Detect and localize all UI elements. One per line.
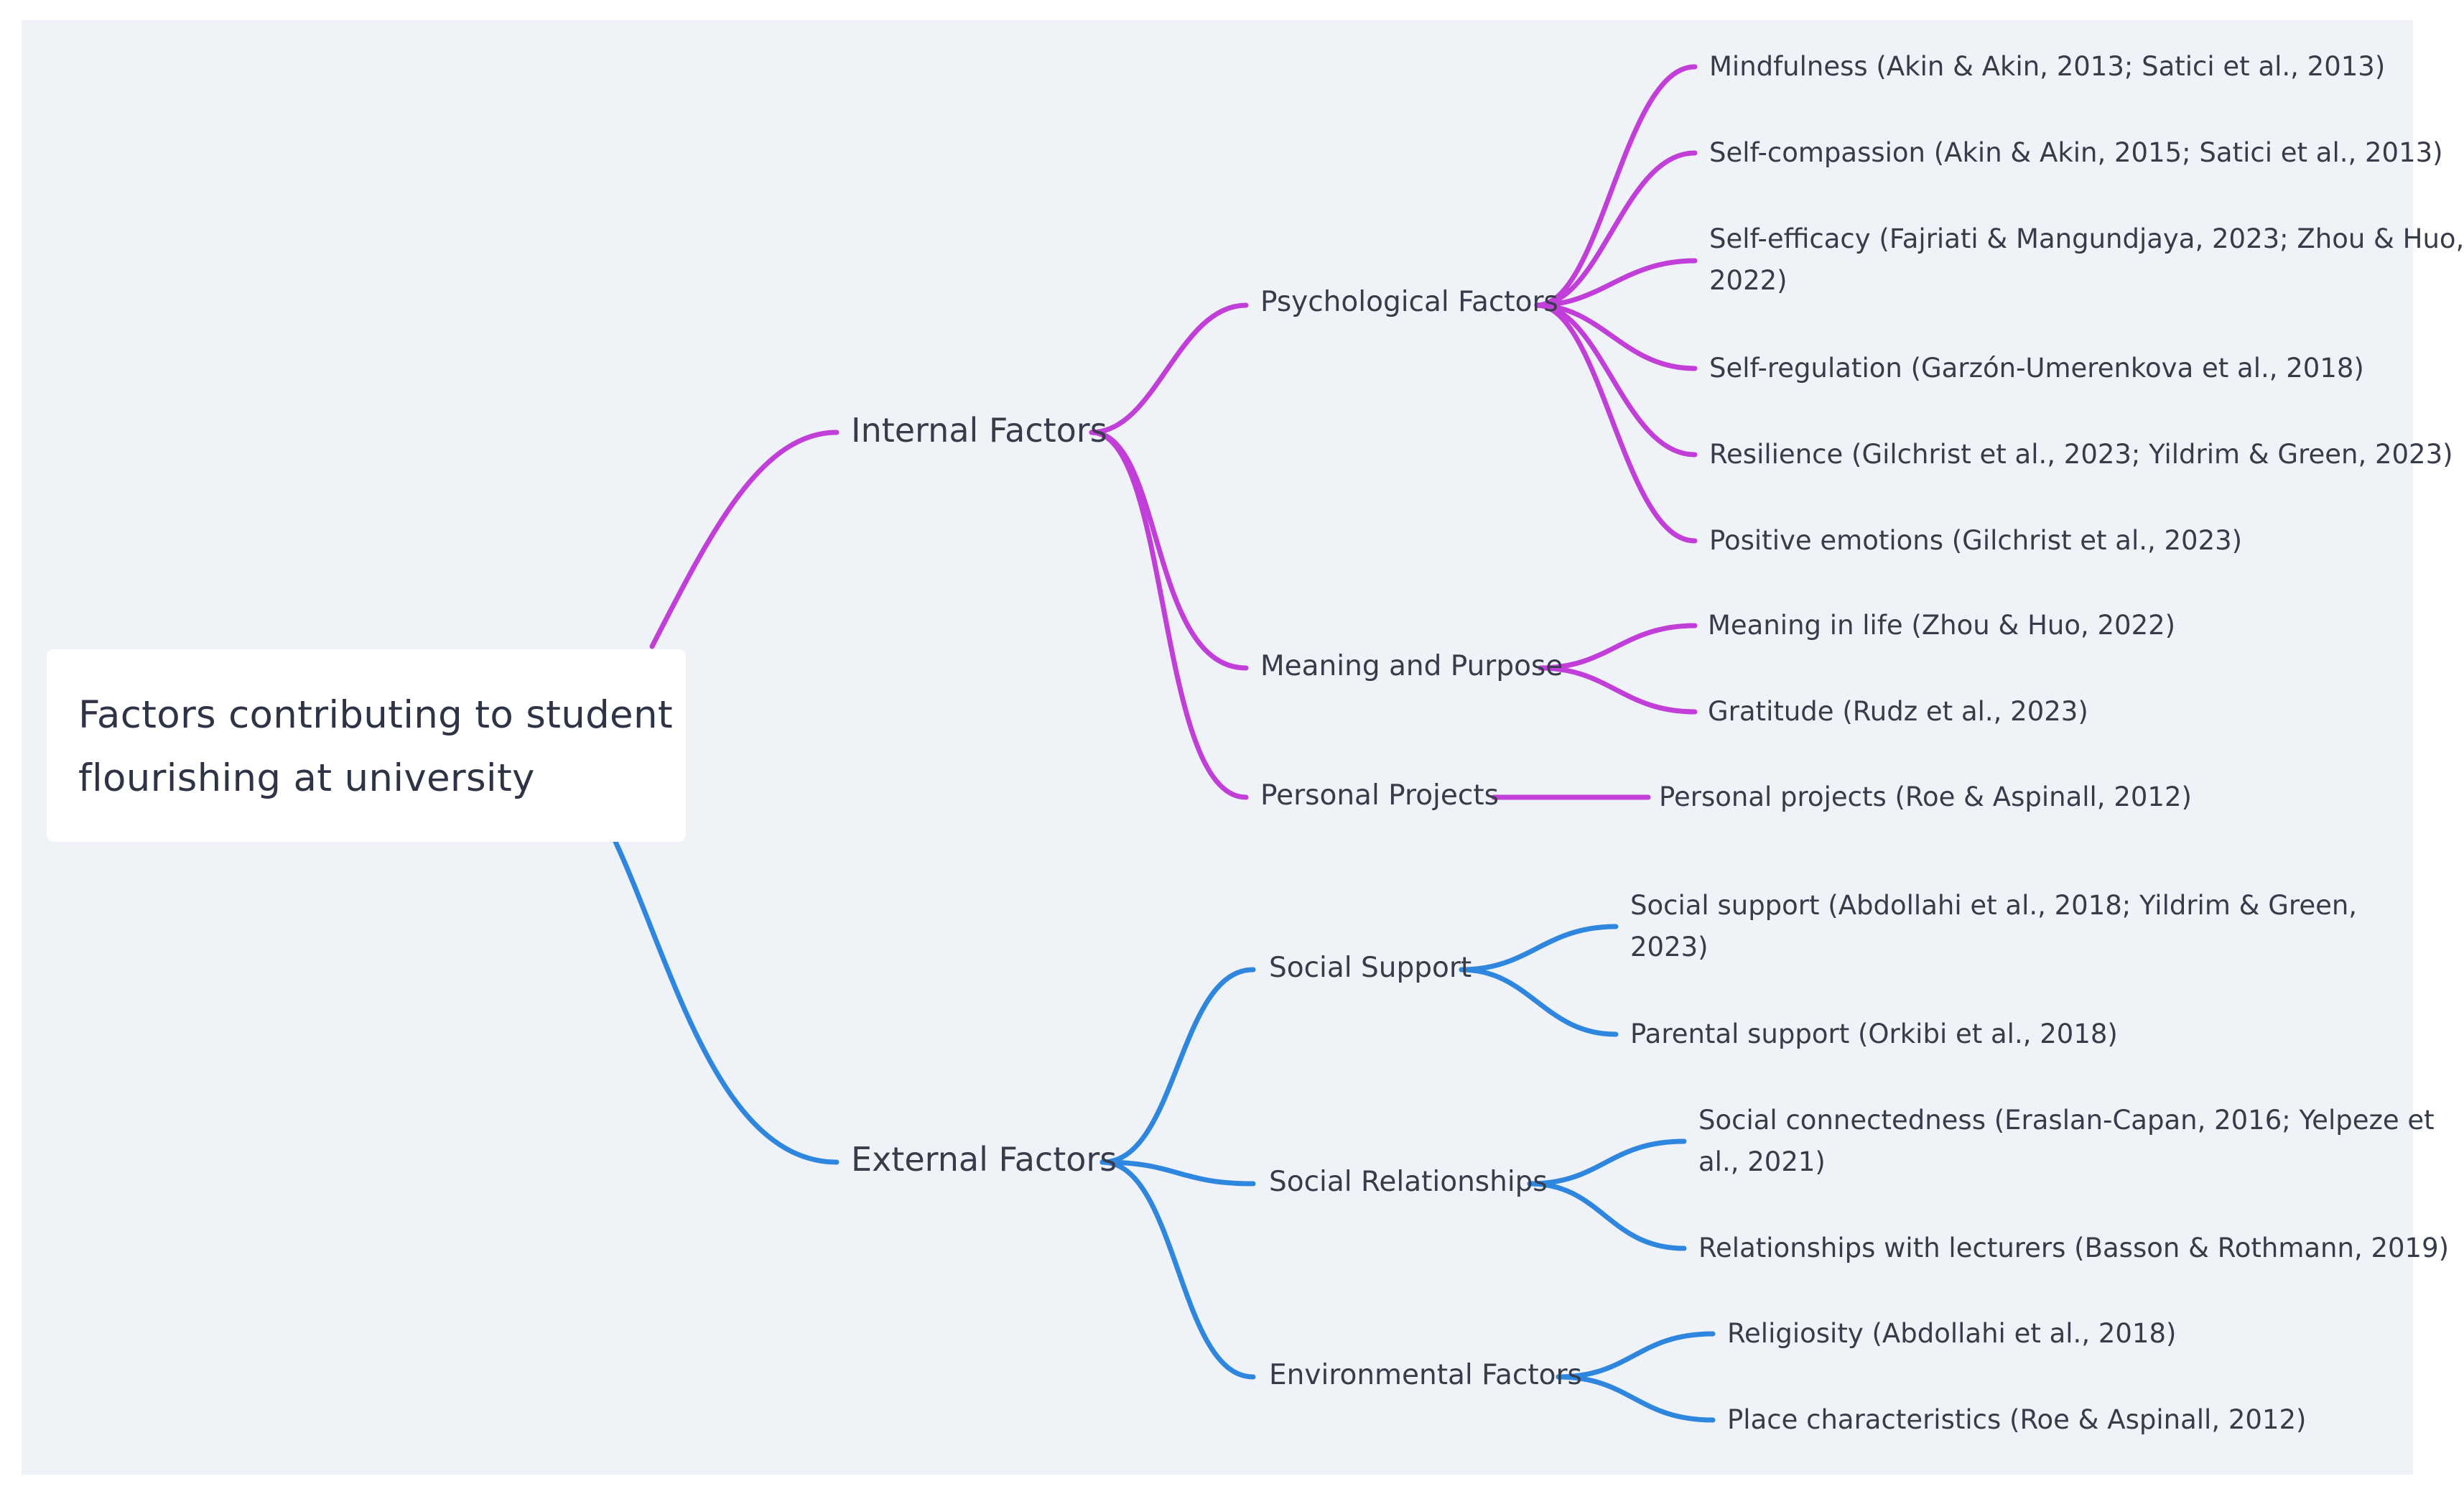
root-title-line1: Factors contributing to student	[78, 693, 673, 737]
leaf-religiosity[interactable]: Religiosity (Abdollahi et al., 2018)	[1727, 1318, 2177, 1349]
leaf-social-connectedness[interactable]: Social connectedness (Eraslan-Capan, 201…	[1698, 1100, 2435, 1183]
link-psych-mindfulness	[1534, 64, 1698, 308]
leaf-self-efficacy-line2: 2022)	[1709, 265, 1787, 296]
leaf-self-compassion[interactable]: Self-compassion (Akin & Akin, 2015; Sati…	[1709, 137, 2443, 168]
link-psych-resilience	[1534, 302, 1698, 458]
leaf-gratitude[interactable]: Gratitude (Rudz et al., 2023)	[1708, 696, 2088, 727]
link-psych-selfregulation	[1534, 302, 1698, 371]
node-internal-factors[interactable]: Internal Factors	[851, 411, 1107, 450]
node-social-support[interactable]: Social Support	[1269, 952, 1472, 984]
node-meaning-and-purpose[interactable]: Meaning and Purpose	[1260, 650, 1563, 682]
root-title-line2: flourishing at university	[78, 756, 535, 800]
leaf-social-connectedness-line2: al., 2021)	[1698, 1146, 1826, 1177]
link-internal-projects	[1089, 430, 1249, 800]
link-psych-selfefficacy	[1534, 258, 1698, 308]
leaf-self-efficacy-line1: Self-efficacy (Fajriati & Mangundjaya, 2…	[1709, 223, 2464, 254]
link-external-relationships	[1099, 1159, 1256, 1187]
link-internal-psychological	[1089, 302, 1249, 435]
leaf-place-characteristics[interactable]: Place characteristics (Roe & Aspinall, 2…	[1727, 1404, 2307, 1435]
link-meaning-life	[1538, 623, 1698, 671]
link-rel-connectedness	[1527, 1138, 1687, 1187]
link-external-environmental	[1099, 1159, 1256, 1380]
leaf-social-support-line2: 2023)	[1630, 932, 1708, 962]
root-node[interactable]: Factors contributing to student flourish…	[47, 649, 686, 842]
node-social-relationships[interactable]: Social Relationships	[1269, 1166, 1548, 1198]
link-rel-lecturers	[1527, 1181, 1687, 1251]
node-environmental-factors[interactable]: Environmental Factors	[1269, 1359, 1582, 1391]
leaf-lecturer-relationships[interactable]: Relationships with lecturers (Basson & R…	[1698, 1233, 2450, 1263]
leaf-social-support[interactable]: Social support (Abdollahi et al., 2018; …	[1630, 885, 2357, 968]
link-root-external	[613, 839, 840, 1165]
leaf-mindfulness[interactable]: Mindfulness (Akin & Akin, 2013; Satici e…	[1709, 51, 2386, 82]
node-personal-projects[interactable]: Personal Projects	[1260, 779, 1499, 812]
link-external-socialsupport	[1099, 967, 1256, 1165]
link-env-religiosity	[1556, 1331, 1716, 1380]
link-support-social	[1459, 924, 1619, 973]
leaf-positive-emotions[interactable]: Positive emotions (Gilchrist et al., 202…	[1709, 525, 2243, 556]
leaf-parental-support[interactable]: Parental support (Orkibi et al., 2018)	[1630, 1019, 2118, 1049]
link-psych-selfcompassion	[1534, 150, 1698, 308]
leaf-self-regulation[interactable]: Self-regulation (Garzón-Umerenkova et al…	[1709, 353, 2364, 384]
leaf-social-connectedness-line1: Social connectedness (Eraslan-Capan, 201…	[1698, 1105, 2435, 1136]
link-psych-positive	[1534, 302, 1698, 544]
leaf-meaning-in-life[interactable]: Meaning in life (Zhou & Huo, 2022)	[1708, 610, 2176, 641]
leaf-social-support-line1: Social support (Abdollahi et al., 2018; …	[1630, 890, 2358, 921]
node-psychological-factors[interactable]: Psychological Factors	[1260, 286, 1558, 318]
leaf-self-efficacy[interactable]: Self-efficacy (Fajriati & Mangundjaya, 2…	[1709, 218, 2464, 302]
link-root-internal	[649, 430, 840, 649]
leaf-personal-projects[interactable]: Personal projects (Roe & Aspinall, 2012)	[1659, 781, 2192, 812]
leaf-resilience[interactable]: Resilience (Gilchrist et al., 2023; Yild…	[1709, 439, 2453, 470]
link-support-parental	[1459, 967, 1619, 1037]
link-meaning-gratitude	[1538, 665, 1698, 715]
node-external-factors[interactable]: External Factors	[851, 1140, 1117, 1179]
link-env-place	[1556, 1374, 1716, 1423]
